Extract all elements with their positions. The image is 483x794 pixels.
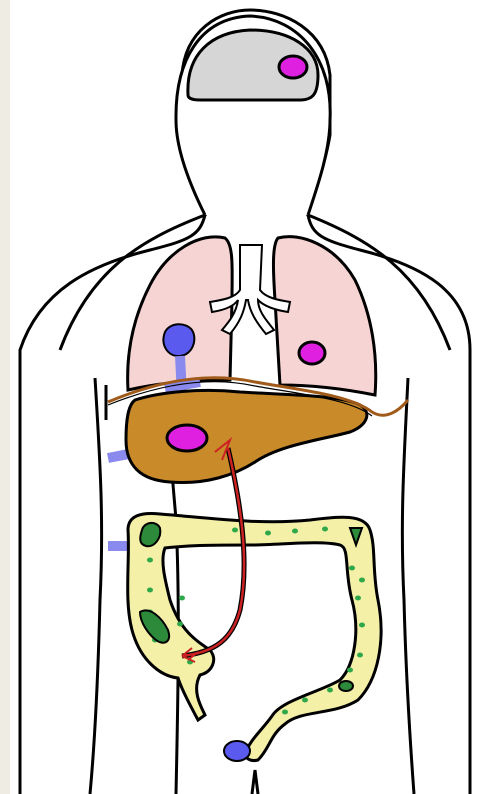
brain-metastasis <box>279 56 307 78</box>
colon-tumor-sigmoid <box>339 681 353 691</box>
torso-right <box>402 378 414 794</box>
lung-metastasis <box>299 342 325 364</box>
lung-right <box>273 237 375 395</box>
legs-divider <box>252 770 258 794</box>
lymph-node-pelvic <box>224 741 250 761</box>
liver-metastasis <box>167 425 207 451</box>
torso-left <box>90 378 102 794</box>
liver <box>126 390 367 482</box>
lymph-node-thoracic <box>163 324 194 356</box>
